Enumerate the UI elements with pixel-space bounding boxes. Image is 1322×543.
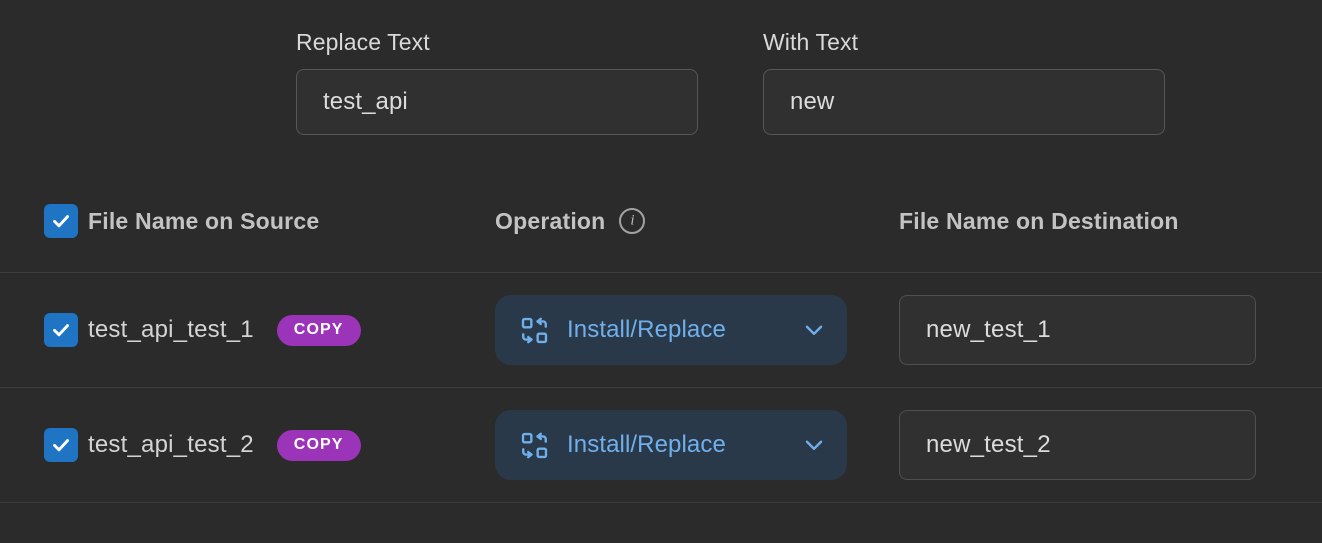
with-text-input[interactable]: new bbox=[763, 69, 1165, 135]
destination-file-name-input[interactable]: new_test_2 bbox=[899, 410, 1256, 480]
column-title-operation: Operation bbox=[495, 207, 606, 234]
swap-icon bbox=[521, 432, 548, 458]
file-operations-table: File Name on Source Operation i File Nam… bbox=[0, 170, 1322, 543]
copy-badge: COPY bbox=[276, 314, 361, 346]
chevron-down-icon bbox=[805, 440, 823, 450]
row-destination-cell: new_test_2 bbox=[899, 410, 1322, 480]
operation-label: Install/Replace bbox=[567, 431, 726, 458]
copy-badge: COPY bbox=[276, 429, 361, 461]
select-all-checkbox[interactable] bbox=[44, 204, 78, 238]
checkmark-icon bbox=[53, 439, 69, 452]
checkmark-icon bbox=[53, 215, 69, 228]
replace-text-label: Replace Text bbox=[296, 29, 430, 55]
row-source-cell: test_api_test_1 COPY bbox=[88, 314, 495, 346]
operation-dropdown[interactable]: Install/Replace bbox=[495, 295, 847, 365]
header-cell-source: File Name on Source bbox=[88, 208, 495, 235]
operation-label: Install/Replace bbox=[567, 316, 726, 343]
row-operation-cell: Install/Replace bbox=[495, 295, 899, 365]
row-checkbox[interactable] bbox=[44, 313, 78, 347]
checkmark-icon bbox=[53, 324, 69, 337]
table-header-row: File Name on Source Operation i File Nam… bbox=[0, 170, 1322, 272]
source-file-name: test_api_test_1 bbox=[88, 316, 254, 343]
column-title-destination: File Name on Destination bbox=[899, 207, 1179, 234]
info-icon-glyph: i bbox=[630, 212, 635, 228]
row-checkbox[interactable] bbox=[44, 428, 78, 462]
column-title-source: File Name on Source bbox=[88, 207, 320, 234]
destination-file-name-input[interactable]: new_test_1 bbox=[899, 295, 1256, 365]
with-text-label: With Text bbox=[763, 29, 859, 55]
info-icon[interactable]: i bbox=[619, 208, 646, 234]
header-cell-operation: Operation i bbox=[495, 208, 899, 235]
text-replacement-form: Replace Text test_api With Text new bbox=[0, 0, 1322, 170]
replace-text-field-group: Replace Text test_api bbox=[296, 28, 698, 135]
select-all-cell bbox=[0, 204, 88, 238]
row-operation-cell: Install/Replace bbox=[495, 410, 899, 480]
operation-dropdown[interactable]: Install/Replace bbox=[495, 410, 847, 480]
source-file-name: test_api_test_2 bbox=[88, 431, 254, 458]
table-footer-strip bbox=[0, 502, 1322, 543]
replace-text-input[interactable]: test_api bbox=[296, 69, 698, 135]
row-destination-cell: new_test_1 bbox=[899, 295, 1322, 365]
table-row: test_api_test_1 COPY Install/Replace bbox=[0, 272, 1322, 387]
operation-header-group: Operation i bbox=[495, 207, 646, 235]
chevron-down-icon bbox=[805, 325, 823, 335]
row-select-cell bbox=[0, 428, 88, 462]
row-select-cell bbox=[0, 313, 88, 347]
row-source-cell: test_api_test_2 COPY bbox=[88, 429, 495, 461]
swap-icon bbox=[521, 317, 548, 343]
with-text-field-group: With Text new bbox=[763, 28, 1165, 135]
header-cell-destination: File Name on Destination bbox=[899, 208, 1322, 235]
table-row: test_api_test_2 COPY Install/Replace bbox=[0, 387, 1322, 502]
